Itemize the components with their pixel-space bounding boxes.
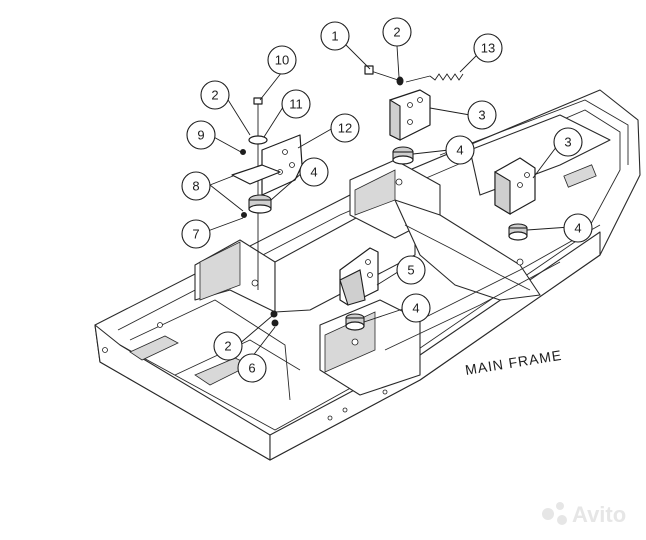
callout-1: 1 — [320, 21, 350, 51]
front-rail — [129, 299, 291, 401]
isolator-4-right — [508, 223, 528, 241]
callout-2-top: 2 — [382, 17, 412, 47]
callout-8: 8 — [181, 171, 211, 201]
svg-text:5: 5 — [407, 263, 414, 278]
callout-3-right: 3 — [553, 127, 583, 157]
svg-text:4: 4 — [412, 301, 419, 316]
svg-text:6: 6 — [248, 361, 255, 376]
callout-13: 13 — [473, 33, 503, 63]
svg-text:3: 3 — [478, 108, 485, 123]
nut-2 — [396, 76, 404, 86]
callout-4-center: 4 — [401, 293, 431, 323]
frame-hole — [395, 178, 403, 186]
watermark-logo-icon — [542, 508, 554, 520]
callout-12: 12 — [330, 113, 360, 143]
svg-text:2: 2 — [224, 339, 231, 354]
svg-text:1: 1 — [331, 29, 338, 44]
channel-edge — [404, 224, 531, 291]
watermark-text: Avito — [572, 502, 626, 527]
svg-text:2: 2 — [211, 88, 218, 103]
svg-text:4: 4 — [456, 143, 463, 158]
cross-member-shade — [199, 241, 241, 301]
center-channel — [394, 199, 541, 301]
main-frame-label: MAIN FRAME — [464, 347, 563, 378]
svg-text:2: 2 — [393, 25, 400, 40]
frame-hole — [382, 389, 388, 395]
right-lower-rail-2 — [384, 261, 561, 351]
bracket-3-right — [494, 157, 536, 215]
svg-text:4: 4 — [574, 221, 581, 236]
callout-5: 5 — [396, 255, 426, 285]
callout-2-bottom: 2 — [213, 331, 243, 361]
callout-6: 6 — [237, 353, 267, 383]
frame-hole — [342, 407, 348, 413]
callout-7: 7 — [181, 219, 211, 249]
frame-hole — [351, 338, 359, 346]
svg-text:4: 4 — [310, 165, 317, 180]
avito-watermark: Avito — [542, 502, 626, 527]
frame-hole — [157, 322, 163, 328]
frame-hole — [102, 347, 108, 353]
leader-lines — [204, 43, 571, 358]
svg-text:3: 3 — [564, 135, 571, 150]
front-slot-2 — [129, 335, 179, 361]
callout-11: 11 — [281, 89, 311, 119]
callout-10: 10 — [267, 45, 297, 75]
svg-text:9: 9 — [197, 128, 204, 143]
isolator-4-center — [345, 313, 365, 331]
svg-text:10: 10 — [275, 53, 289, 68]
callout-9: 9 — [186, 120, 216, 150]
callout-4-right: 4 — [563, 213, 593, 243]
callout-4-top: 4 — [445, 135, 475, 165]
svg-text:11: 11 — [289, 97, 303, 112]
svg-text:7: 7 — [192, 227, 199, 242]
frame-hole — [516, 258, 524, 266]
bracket-3-top — [389, 89, 431, 141]
bracket-5 — [339, 247, 379, 306]
bracket-12 — [261, 134, 303, 196]
plate-8 — [231, 164, 281, 185]
frame-hole — [327, 415, 333, 421]
hardware-7-9 — [240, 149, 247, 218]
svg-text:13: 13 — [481, 41, 495, 56]
frame-rear-rim — [439, 99, 629, 165]
washer-2-6 — [270, 310, 279, 327]
callout-4-left: 4 — [299, 157, 329, 187]
isolator-4-top — [392, 146, 414, 165]
callout-3-top: 3 — [467, 100, 497, 130]
isolator-4-left — [248, 194, 272, 214]
frame-hole — [251, 279, 259, 287]
bolt-1 — [364, 65, 399, 81]
front-rail-2 — [174, 339, 301, 376]
rear-slot — [563, 164, 597, 188]
svg-text:12: 12 — [338, 121, 352, 136]
washer-11 — [248, 135, 268, 145]
callout-2-left: 2 — [200, 80, 230, 110]
svg-text:8: 8 — [192, 179, 199, 194]
spring-13 — [405, 73, 464, 83]
